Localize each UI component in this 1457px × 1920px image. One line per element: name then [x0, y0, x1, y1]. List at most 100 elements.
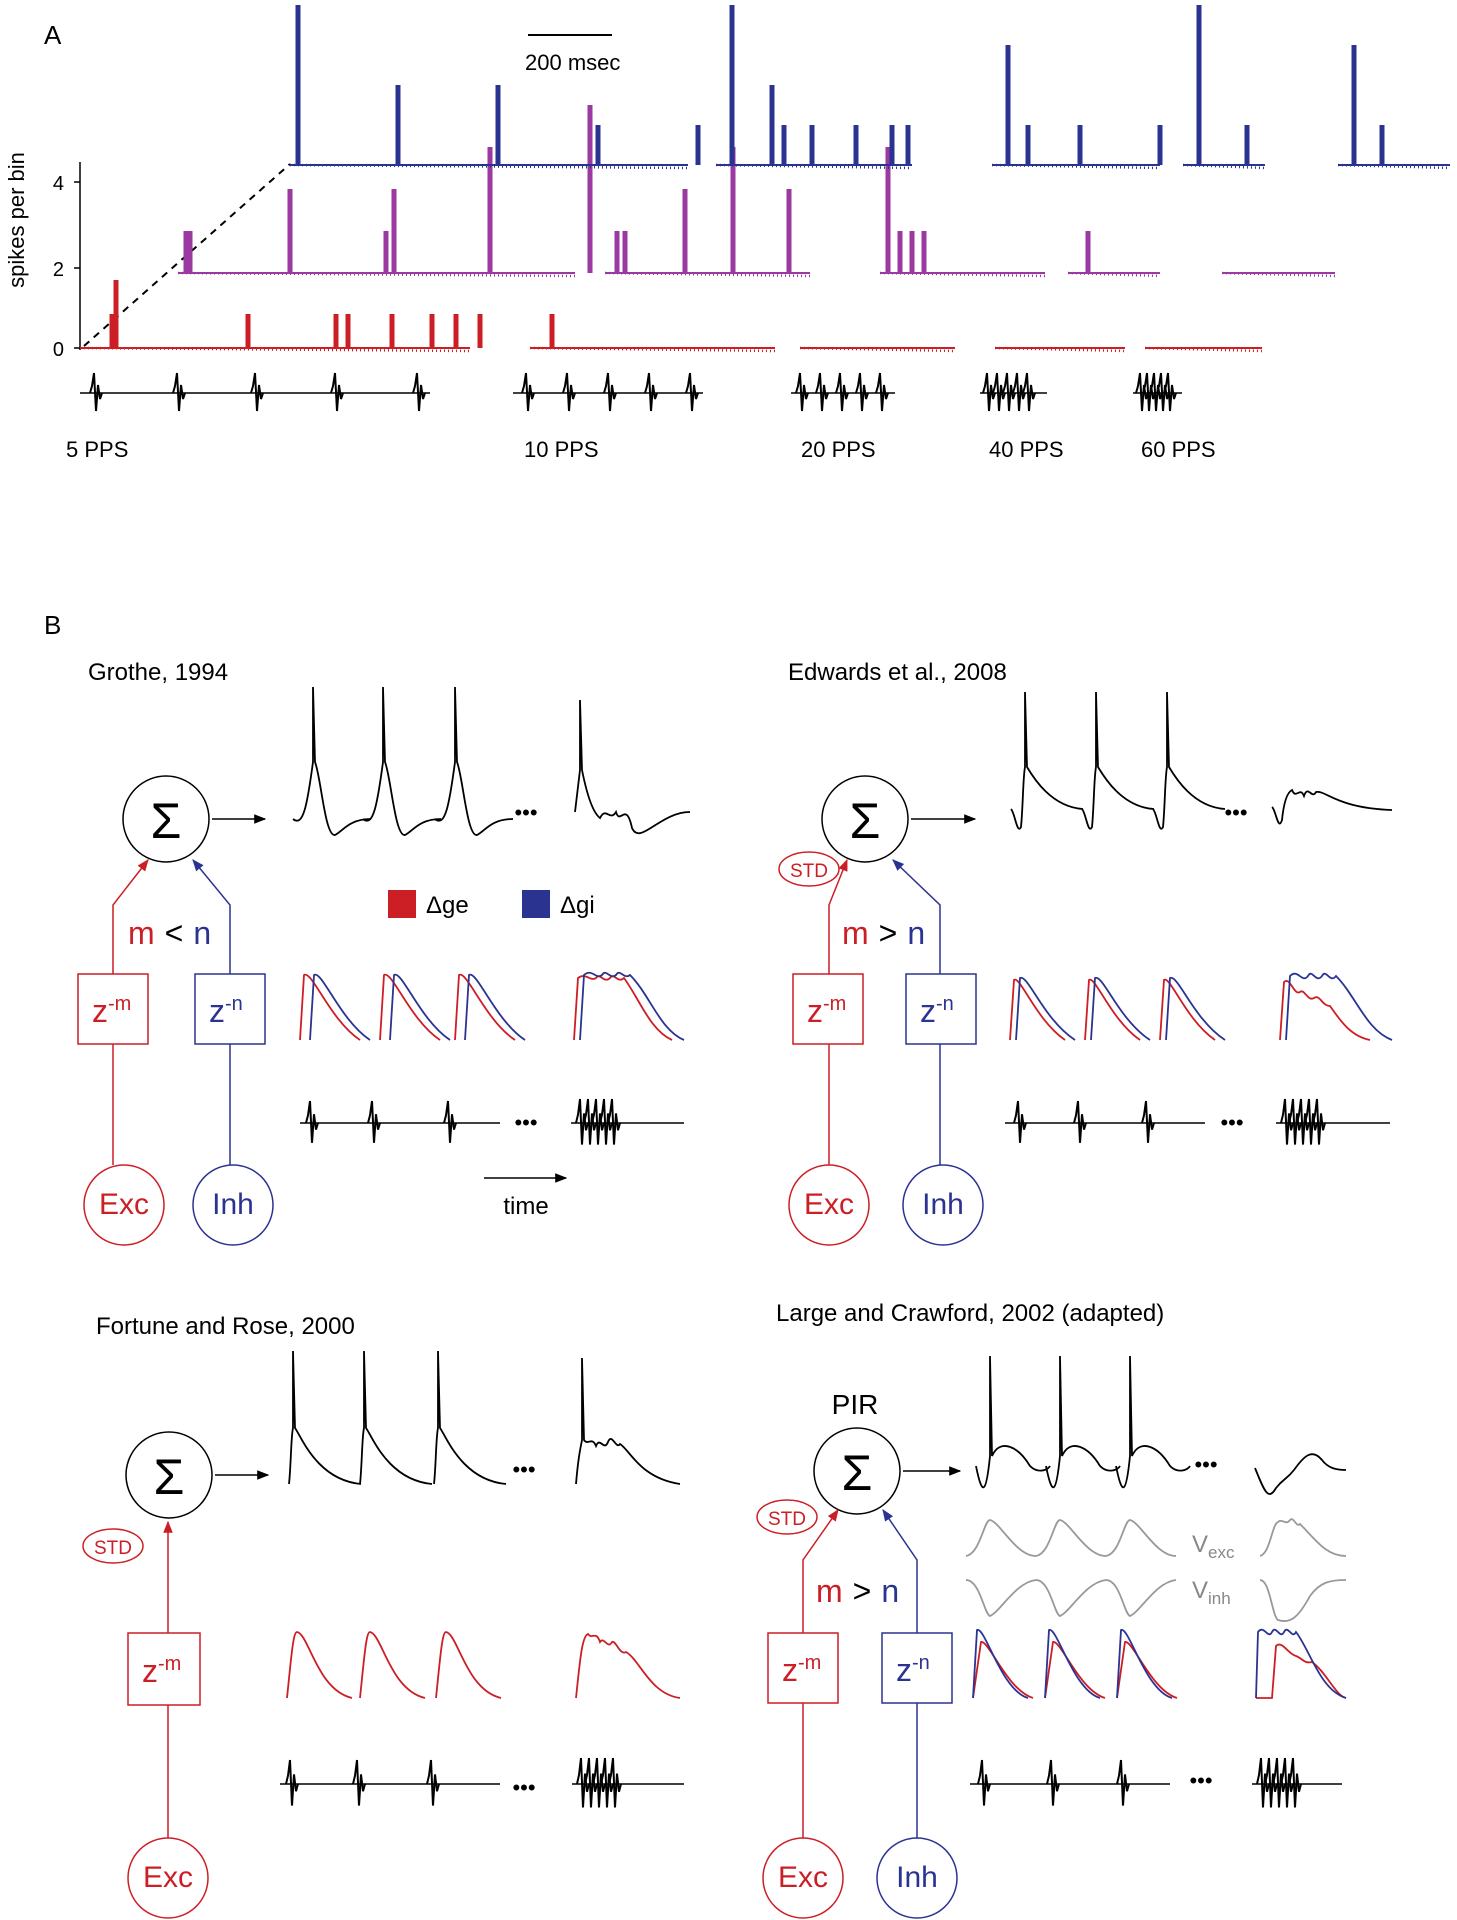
stimulus-pulse — [1264, 1757, 1278, 1808]
inh-conductance-trace — [1015, 977, 1076, 1041]
v-exc-trace — [965, 1519, 1037, 1557]
exc-legend-swatch — [388, 890, 416, 918]
stimulus-pulse — [352, 1759, 366, 1806]
histogram-bin-ticks — [529, 346, 776, 353]
spike-bin-bar — [395, 85, 401, 165]
exc-input-node — [762, 1837, 844, 1919]
output-trace-grothe-high-rate — [574, 699, 691, 835]
spike-bin-bar — [389, 314, 395, 348]
output-trace-large-high-rate — [1254, 1453, 1347, 1495]
scale-bar-label: 200 msec — [525, 50, 620, 75]
inh-legend-swatch — [522, 890, 550, 918]
stimulus-pulse — [1288, 1098, 1302, 1145]
high-level-histogram — [991, 45, 1163, 170]
output-trace-grothe — [434, 686, 514, 836]
stimulus-pulse — [583, 1098, 597, 1145]
exc-conductance-trace — [454, 974, 516, 1041]
std-badge — [82, 1528, 144, 1564]
spike-bin-bar — [682, 189, 688, 273]
stimulus-label-20pps: 20 PPS — [801, 437, 876, 462]
model-title: Grothe, 1994 — [88, 659, 228, 686]
exc-legend-label: Δge — [426, 892, 469, 919]
exc-conductance-trace — [1116, 1641, 1178, 1699]
model-edwards: Edwards et al., 2008 Σ STD Exc Inh z-m z… — [778, 659, 1248, 1246]
summation-node — [125, 1431, 213, 1519]
stimulus-pulse — [644, 372, 658, 412]
stimulus-pulse — [575, 1098, 589, 1145]
stimulus-pulse — [1116, 1759, 1130, 1806]
exc-conductance-trace — [286, 1631, 353, 1699]
exc-conductance-trace — [1159, 979, 1216, 1041]
summation-node — [122, 775, 210, 863]
spike-bin-bar — [769, 85, 775, 165]
mid-level-histogram — [177, 105, 593, 278]
stimulus-pulse — [426, 1759, 440, 1806]
histogram-bin-ticks — [1067, 271, 1161, 278]
exc-wire-upper — [112, 859, 149, 974]
output-trace-grothe — [292, 686, 372, 836]
inh-conductance-trace — [1044, 1629, 1101, 1699]
inh-label: Inh — [896, 1861, 938, 1894]
low-level-histogram — [79, 280, 555, 353]
low-level-histogram — [1144, 346, 1263, 353]
inh-conductance-trace — [309, 974, 371, 1041]
inh-input-node — [902, 1164, 984, 1246]
high-level-histogram — [715, 5, 913, 170]
inh-conductance-trace — [1165, 977, 1226, 1041]
stimulus-pulse — [855, 372, 869, 412]
delay-relation: m>n — [842, 915, 925, 951]
model-title: Large and Crawford, 2002 (adapted) — [776, 1300, 1164, 1327]
spike-bin-bar — [345, 314, 351, 348]
stimulus-pulse — [592, 1757, 606, 1808]
histogram-bin-ticks — [1337, 163, 1451, 170]
spike-bin-bar — [905, 125, 911, 165]
stimulus-labels: 5 PPS 10 PPS 20 PPS 40 PPS 60 PPS — [66, 437, 1216, 462]
histogram-bin-ticks — [991, 163, 1161, 170]
stimulus-pulse — [591, 1098, 605, 1145]
inh-legend-label: Δgi — [560, 892, 595, 919]
stimulus-pulse — [603, 372, 617, 412]
stimulus-pulse — [1296, 1098, 1310, 1145]
spike-bin-bar — [1351, 45, 1357, 165]
histogram-bin-ticks — [1182, 163, 1266, 170]
y-axis-label: spikes per bin — [4, 152, 29, 288]
spike-bin-bar — [622, 231, 628, 273]
stimulus-train-40pps — [980, 372, 1047, 412]
stimulus-label-40pps: 40 PPS — [989, 437, 1064, 462]
output-trace-large — [1045, 1355, 1121, 1489]
stimulus-pulse — [600, 1757, 614, 1808]
stimulus-pulse — [1073, 1100, 1087, 1143]
mid-level-histogram — [1067, 231, 1161, 278]
spike-bin-bar — [781, 125, 787, 165]
ellipsis-output: ••• — [1224, 800, 1247, 825]
delay-relation: m<n — [128, 915, 211, 951]
stimulus-train-edwards-low — [1005, 1100, 1205, 1143]
stimulus-pulse — [1142, 372, 1156, 412]
exc-conductance-trace — [359, 1631, 426, 1699]
stimulus-pulse — [599, 1098, 613, 1145]
v-exc-trace — [1035, 1519, 1107, 1557]
exc-conductance-trace-high-rate — [1256, 1643, 1347, 1699]
stimulus-pulse — [1149, 372, 1163, 412]
stimulus-pulse — [1141, 1100, 1155, 1143]
exc-label: Exc — [804, 1188, 854, 1221]
exc-input-node — [127, 1837, 209, 1919]
inh-conductance-trace-high-rate — [1255, 1628, 1347, 1699]
stimulus-pulse — [584, 1757, 598, 1808]
spike-bin-bar — [614, 231, 620, 273]
stimulus-train-fortune-high — [572, 1757, 684, 1808]
low-level-histogram — [994, 346, 1126, 353]
spike-bin-bar — [809, 125, 815, 165]
spike-bin-bar — [477, 314, 483, 348]
sum-symbol: Σ — [842, 1445, 873, 1501]
ellipsis-output: ••• — [514, 800, 537, 825]
std-label: STD — [768, 1509, 806, 1530]
ellipsis-stimulus: ••• — [1220, 1110, 1243, 1135]
stimulus-train-edwards-high — [1276, 1098, 1390, 1145]
exc-delay-label: z-m — [92, 993, 131, 1029]
spike-bin-bar — [730, 147, 736, 273]
spike-bin-bar — [183, 231, 189, 273]
spike-bin-bar — [587, 105, 593, 273]
spike-bin-bar — [383, 231, 389, 273]
conductance-legend: Δge Δgi — [388, 890, 595, 919]
